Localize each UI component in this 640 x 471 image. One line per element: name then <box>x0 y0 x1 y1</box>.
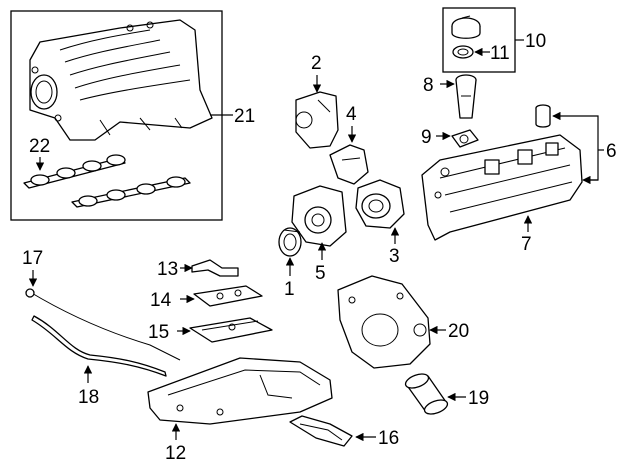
callout-22[interactable]: 22 <box>29 136 50 157</box>
callout-17[interactable]: 17 <box>22 248 43 269</box>
callout-19[interactable]: 19 <box>468 388 489 409</box>
callout-13[interactable]: 13 <box>157 259 178 280</box>
callout-6[interactable]: 6 <box>606 141 617 162</box>
callout-5[interactable]: 5 <box>315 263 326 284</box>
intake-gasket-upper[interactable] <box>23 154 126 189</box>
callout-9[interactable]: 9 <box>421 127 432 148</box>
valve-cover-part[interactable] <box>421 134 583 241</box>
callout-11[interactable]: 11 <box>490 43 510 64</box>
oil-pan-gasket-part[interactable] <box>289 415 353 447</box>
callout-7[interactable]: 7 <box>521 234 532 255</box>
oil-filler-cap-part[interactable] <box>451 15 481 39</box>
oil-filter-part[interactable] <box>404 371 450 416</box>
part-13[interactable] <box>191 259 239 277</box>
callout-21[interactable]: 21 <box>234 106 255 127</box>
tube-gasket-part[interactable] <box>451 129 479 148</box>
callout-8[interactable]: 8 <box>423 75 434 96</box>
part-5[interactable] <box>291 185 347 247</box>
callout-14[interactable]: 14 <box>150 290 172 311</box>
part-15[interactable] <box>189 317 273 343</box>
part-1[interactable] <box>278 227 302 257</box>
callout-12[interactable]: 12 <box>165 443 186 464</box>
callout-10[interactable]: 10 <box>525 31 546 52</box>
callout-3[interactable]: 3 <box>389 246 400 267</box>
part-14[interactable] <box>193 285 263 307</box>
oil-pan-part[interactable] <box>147 357 333 425</box>
oil-cap-gasket-part[interactable] <box>452 45 474 59</box>
part-4[interactable] <box>329 144 369 185</box>
intake-gasket-lower[interactable] <box>71 176 191 208</box>
dipstick-part[interactable] <box>25 288 181 361</box>
callout-20[interactable]: 20 <box>448 321 469 342</box>
part-20[interactable] <box>337 275 431 369</box>
callout-16[interactable]: 16 <box>378 428 399 449</box>
callout-2[interactable]: 2 <box>311 53 322 74</box>
callout-4[interactable]: 4 <box>346 104 357 125</box>
callout-15[interactable]: 15 <box>148 322 169 343</box>
callout-18[interactable]: 18 <box>78 387 99 408</box>
part-3[interactable] <box>355 179 405 229</box>
part-2[interactable] <box>295 91 339 149</box>
callout-1[interactable]: 1 <box>284 279 295 300</box>
oil-filler-tube-part[interactable] <box>455 74 477 119</box>
intake-manifold-part[interactable] <box>29 19 213 141</box>
valve-cover-bushing-part[interactable] <box>535 104 551 128</box>
dipstick-tube-part[interactable] <box>31 315 167 377</box>
